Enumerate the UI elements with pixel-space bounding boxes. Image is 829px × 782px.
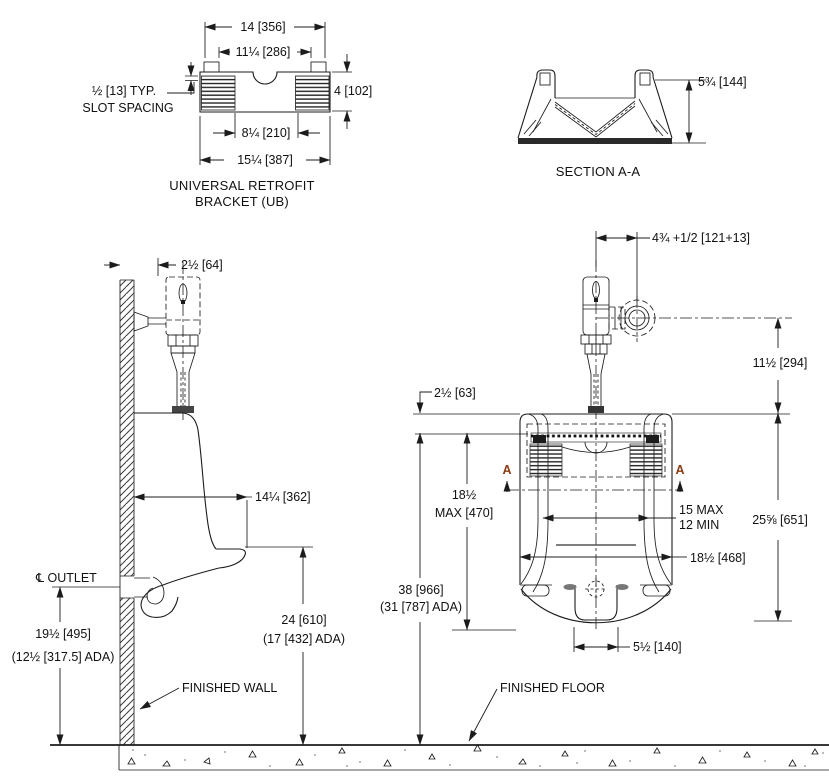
front-dim-overall-width: 18½ [468]: [690, 551, 746, 565]
finished-wall-hatch-lower: [120, 598, 134, 745]
finished-wall-label: FINISHED WALL: [182, 681, 277, 695]
extension-line: [246, 496, 252, 548]
front-dim-supply-height: 11½ [294]: [753, 356, 808, 370]
front-dim-carrier-min: 12 MIN: [679, 518, 719, 532]
section-left-post-slot: [539, 72, 551, 86]
side-dim-valve-offset: 2½ [64]: [181, 258, 223, 272]
bracket-dim-width-inner: 11¼ [286]: [236, 45, 291, 59]
side-dim-rim-height: 24 [610]: [281, 613, 326, 627]
side-wall-supply-flange: [133, 311, 149, 332]
extension-line: [573, 627, 619, 652]
bracket-left-tab: [203, 61, 220, 73]
front-dim-carrier-max: 15 MAX: [679, 503, 724, 517]
universal-retrofit-bracket-drawing: 14 [356] 11¼ [286] 4 [102] 8¼ [210] 15¼ …: [82, 20, 372, 209]
bracket-dim-slot-inner: 8¼ [210]: [242, 126, 291, 140]
side-dim-outlet-height: 19½ [495]: [35, 627, 91, 641]
section-extension-lines: [655, 79, 706, 144]
finished-wall-outline: [119, 279, 135, 745]
bracket-caption-line2: BRACKET (UB): [195, 194, 289, 209]
bracket-body: [199, 71, 331, 113]
section-v-channel: [554, 100, 636, 138]
bracket-caption-line1: UNIVERSAL RETROFIT: [169, 178, 314, 193]
section-right-post-slot: [639, 72, 651, 86]
finished-wall-hatch-upper: [120, 280, 134, 576]
front-rim-slot-right: [615, 584, 629, 590]
side-dim-rim-height-ada: (17 [432] ADA): [263, 632, 345, 646]
front-spreader-flange: [588, 406, 604, 413]
slot-note-line1: ½ [13] TYP.: [92, 84, 156, 98]
bracket-right-slots: [295, 75, 330, 111]
finished-floor-label: FINISHED FLOOR: [500, 681, 605, 695]
front-rim-slot-left: [563, 584, 577, 590]
section-cut-markers: A A: [502, 463, 685, 492]
side-outlet-weir: [146, 576, 165, 605]
side-dim-outlet-height-ada: (12½ [317.5] ADA): [12, 650, 115, 664]
bracket-left-slots: [201, 75, 236, 111]
extension-line: [413, 413, 790, 435]
section-dim-height: 5¾ [144]: [698, 75, 747, 89]
front-flush-valve: [580, 276, 656, 413]
extension-line: [595, 231, 638, 302]
side-outlet-stub: [134, 577, 150, 598]
front-dim-height-ada: (31 [787] ADA): [380, 600, 462, 614]
front-dim-overall-height: 25⅝ [651]: [752, 513, 808, 527]
slot-note-line2: SLOT SPACING: [82, 101, 173, 115]
bracket-dim-height: 4 [102]: [334, 84, 372, 98]
side-urinal-profile: [134, 412, 246, 618]
front-view-drawing: 4¾ +1/2 [121+13] 11½ [294] 25⅝ [651] 2½ …: [380, 231, 808, 746]
finished-wall-leader: [139, 687, 180, 710]
section-outer-walls: [517, 76, 673, 139]
section-left-post: [536, 69, 556, 98]
section-marker-right: A: [675, 463, 684, 477]
side-flush-valve: [133, 276, 201, 413]
section-v-channel-hatch: [554, 103, 636, 136]
front-dim-supply-offset: 4¾ +1/2 [121+13]: [652, 231, 750, 245]
supply-stop: [624, 305, 650, 331]
front-dim-outlet-width: 5½ [140]: [633, 640, 682, 654]
finished-floor-leader: [468, 688, 498, 742]
section-corner-hatch: [523, 119, 669, 137]
floor-slab-outline: [118, 745, 829, 771]
front-dim-top-to-hanger: 2½ [63]: [434, 386, 476, 400]
front-urinal-body: [519, 413, 673, 624]
section-caption: SECTION A-A: [556, 164, 641, 179]
outlet-label: ℄ OUTLET: [35, 571, 97, 585]
supply-stop-inner: [628, 309, 646, 327]
bracket-dim-width-overall: 15¼ [387]: [237, 153, 293, 167]
front-dim-height: 38 [966]: [398, 583, 443, 597]
side-dim-depth: 14¼ [362]: [255, 490, 311, 504]
section-aa-drawing: 5¾ [144] SECTION A-A: [517, 69, 747, 179]
slot-note-leader: [167, 82, 195, 94]
section-marker-left: A: [502, 463, 511, 477]
front-dim-hanger-max2: MAX [470]: [435, 506, 493, 520]
bracket-right-tab: [310, 61, 327, 73]
side-spreader-flange: [172, 406, 194, 413]
side-view-drawing: 2½ [64] 14¼ [362] ℄ OUTLET 19½ [495] (12…: [12, 258, 345, 746]
section-base: [518, 138, 672, 144]
section-right-post: [634, 69, 654, 98]
front-bracket-hidden: [526, 423, 666, 478]
floor-stipple: [127, 744, 824, 767]
dim-line: [416, 391, 432, 414]
front-dim-hanger-max: 18½: [452, 488, 477, 502]
front-drain-spout: [574, 585, 618, 621]
wall-and-floor: [50, 279, 829, 771]
bracket-dim-width-top: 14 [356]: [240, 20, 285, 34]
section-inner-walls: [532, 98, 658, 133]
